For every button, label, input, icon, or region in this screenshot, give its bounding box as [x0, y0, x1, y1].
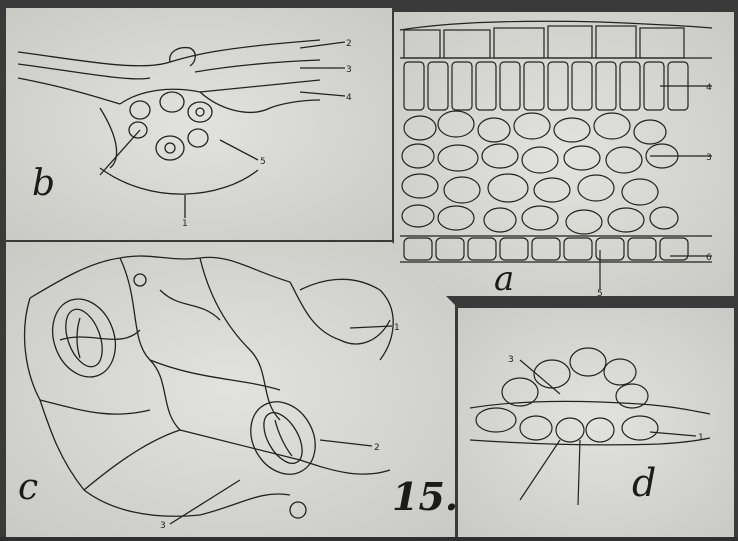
panel-a-leader-number-2: 3 [706, 153, 712, 163]
panel-b-label: b [32, 166, 55, 202]
panel-c-background [6, 242, 455, 537]
panel-d-leader-number-2: 1 [698, 433, 704, 443]
panel-d-leader-number-1: 3 [508, 355, 514, 365]
panel-c-leader-number-2: 2 [374, 443, 380, 453]
panel-b-leader-number-5: 1 [182, 219, 188, 229]
plate-number: 15. [392, 478, 458, 516]
panel-d-background [458, 308, 734, 537]
panel-a-leader-number-1: 4 [706, 83, 712, 93]
panel-a-leader-number-3: 6 [706, 253, 712, 263]
panel-d-label: d [632, 464, 656, 502]
panel-b-leader-number-3: 4 [346, 93, 352, 103]
panel-b-leader-number-2: 3 [346, 65, 352, 75]
panel-a-leader-number-4: 5 [597, 289, 603, 299]
panel-b-leader-number-4: 5 [260, 157, 266, 167]
panel-c-leader-number-1: 1 [394, 323, 400, 333]
panel-c-leader-number-3: 3 [160, 521, 166, 531]
panel-c-label: c [18, 470, 38, 506]
panel-b-leader-number-1: 2 [346, 39, 352, 49]
panel-a-label: a [494, 262, 514, 296]
